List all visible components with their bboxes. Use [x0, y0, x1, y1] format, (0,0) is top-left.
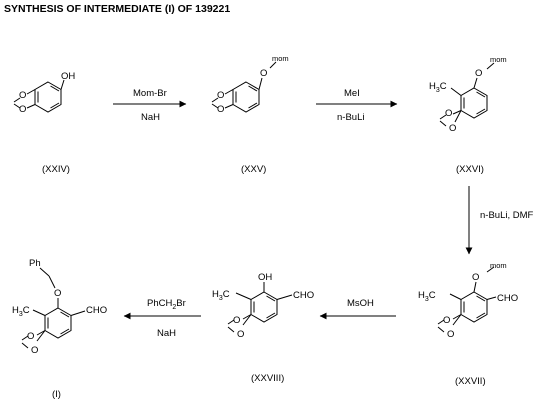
- mom-group: mom: [272, 54, 289, 63]
- dioxole-oxygen-top: O: [19, 90, 26, 101]
- reaction-arrow-1: Mom-Br NaH: [113, 88, 187, 123]
- dioxole-oxygen-bottom: O: [449, 123, 456, 134]
- compound-label-xxviii: (XXVIII): [251, 373, 284, 384]
- dioxole-oxygen-bottom: O: [217, 104, 224, 115]
- mom-group: mom: [490, 261, 507, 270]
- aldehyde-group: CHO: [497, 293, 518, 304]
- compound-label-xxv: (XXV): [241, 164, 266, 175]
- compound-label-xxiv: (XXIV): [42, 164, 70, 175]
- reaction-arrow-4: MsOH: [319, 298, 396, 320]
- compound-xxviii: OH CHO H3C O O (XXVIII): [212, 272, 314, 384]
- ether-oxygen: O: [475, 68, 482, 79]
- ether-oxygen: O: [260, 68, 267, 79]
- hydroxyl-label: OH: [61, 71, 75, 82]
- dioxole-oxygen-bottom: O: [237, 329, 244, 340]
- mom-group: mom: [490, 55, 507, 64]
- compound-xxiv: OH O O (XXIV): [13, 71, 75, 175]
- reagent-nah-2: NaH: [157, 328, 176, 339]
- reagent-benzyl-bromide: PhCH2Br: [147, 298, 186, 311]
- reaction-arrow-3: n-BuLi, DMF: [465, 186, 534, 255]
- reagent-nah-1: NaH: [141, 112, 160, 123]
- dioxole-oxygen-top: O: [27, 331, 34, 342]
- aldehyde-group: CHO: [86, 305, 107, 316]
- methyl-group: H3C: [418, 290, 436, 303]
- compound-xxvii: O mom CHO H3C O O (XXVII): [418, 261, 518, 387]
- phenyl-label: Ph: [29, 258, 41, 269]
- methyl-group: H3C: [12, 305, 30, 318]
- reagent-msoh: MsOH: [347, 298, 374, 309]
- compound-label-i: (I): [52, 389, 61, 400]
- reagent-nbuli-dmf: n-BuLi, DMF: [480, 210, 534, 221]
- dioxole-oxygen-bottom: O: [447, 329, 454, 340]
- compound-label-xxvii: (XXVII): [455, 376, 486, 387]
- compound-i: Ph O CHO H3C O O (I): [12, 258, 107, 400]
- dioxole-oxygen-bottom: O: [31, 345, 38, 356]
- reagent-mei: MeI: [344, 88, 360, 99]
- compound-xxvi: O mom H3C O O (XXVI): [429, 55, 507, 175]
- reagent-mom-br: Mom-Br: [133, 88, 167, 99]
- dioxole-oxygen-bottom: O: [19, 104, 26, 115]
- methyl-group: H3C: [212, 289, 230, 302]
- compound-xxv: O mom O O (XXV): [211, 54, 289, 175]
- ether-oxygen: O: [472, 272, 479, 283]
- reaction-arrow-2: MeI n-BuLi: [316, 88, 398, 123]
- dioxole-oxygen-top: O: [443, 315, 450, 326]
- aldehyde-group: CHO: [293, 290, 314, 301]
- hydroxyl-label: OH: [258, 272, 272, 283]
- dioxole-oxygen-top: O: [445, 108, 452, 119]
- methyl-group: H3C: [429, 81, 447, 94]
- dioxole-oxygen-top: O: [233, 315, 240, 326]
- scheme-title: SYNTHESIS OF INTERMEDIATE (I) OF 139221: [4, 3, 230, 15]
- ether-oxygen: O: [54, 288, 61, 299]
- reagent-nbuli-1: n-BuLi: [337, 112, 364, 123]
- reaction-arrow-5: PhCH2Br NaH: [123, 298, 201, 339]
- compound-label-xxvi: (XXVI): [456, 164, 484, 175]
- dioxole-oxygen-top: O: [217, 90, 224, 101]
